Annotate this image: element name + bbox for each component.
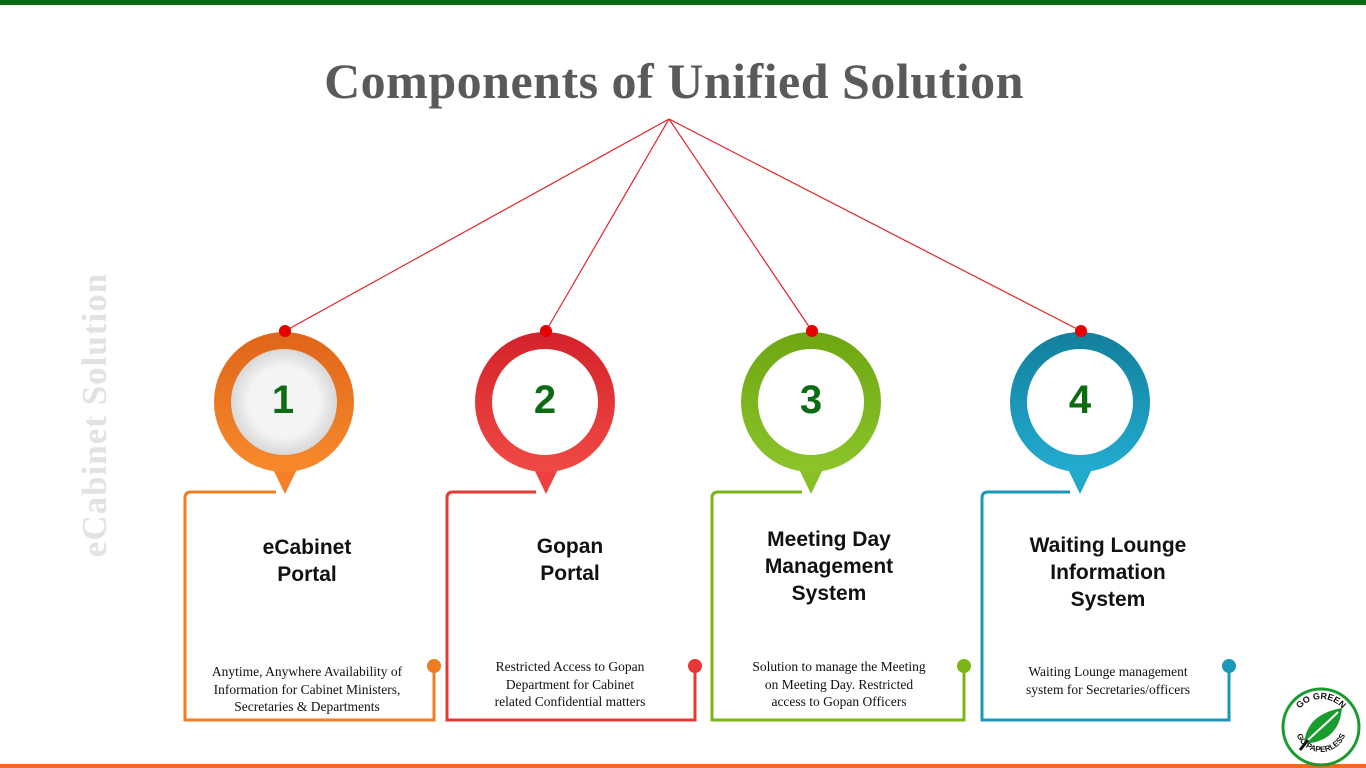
component-number-1: 1: [271, 378, 295, 422]
go-green-badge: GO GREEN GO PAPERLESS: [1281, 687, 1361, 767]
card-border-3: [710, 498, 966, 722]
pin-marker-4: [1066, 465, 1094, 494]
connector-line-3: [668, 118, 813, 332]
anchor-dot-2: [540, 325, 552, 337]
component-title-4: Waiting Lounge Information System: [1029, 534, 1187, 611]
component-number-4: 4: [1068, 378, 1092, 422]
pin-marker-2: [532, 465, 560, 494]
component-description-4: Waiting Lounge management system for Sec…: [1026, 664, 1190, 697]
component-number-3: 3: [799, 378, 823, 422]
bottom-accent-bar: [0, 764, 1366, 768]
card-border-1: [183, 498, 436, 722]
connector-line-4: [668, 118, 1082, 332]
component-card-2: [445, 325, 702, 722]
top-accent-bar: [0, 0, 1366, 5]
component-description-3: Solution to manage the Meeting on Meetin…: [752, 659, 926, 709]
card-border-2: [445, 498, 697, 722]
page-title: Components of Unified Solution: [324, 53, 1024, 109]
component-card-3: [710, 325, 971, 722]
card-end-dot-4: [1222, 659, 1236, 673]
pin-marker-1: [271, 465, 299, 494]
card-end-dot-3: [957, 659, 971, 673]
component-number-2: 2: [533, 378, 557, 422]
component-card-4: [980, 325, 1236, 722]
anchor-dot-4: [1075, 325, 1087, 337]
card-border-4: [980, 498, 1231, 722]
component-title-1: eCabinet Portal: [262, 536, 352, 586]
component-card-1: [183, 325, 441, 722]
card-end-dot-2: [688, 659, 702, 673]
component-description-2: Restricted Access to Gopan Department fo…: [494, 659, 646, 709]
component-title-3: Meeting Day Management System: [764, 528, 894, 605]
connector-line-1: [284, 118, 670, 332]
anchor-dot-3: [806, 325, 818, 337]
component-description-1: Anytime, Anywhere Availability of Inform…: [211, 664, 403, 714]
anchor-dot-1: [279, 325, 291, 337]
pin-marker-3: [797, 465, 825, 494]
leaf-icon: [1298, 708, 1342, 751]
card-end-dot-1: [427, 659, 441, 673]
connector-line-2: [545, 118, 670, 332]
component-title-2: Gopan Portal: [536, 535, 604, 585]
